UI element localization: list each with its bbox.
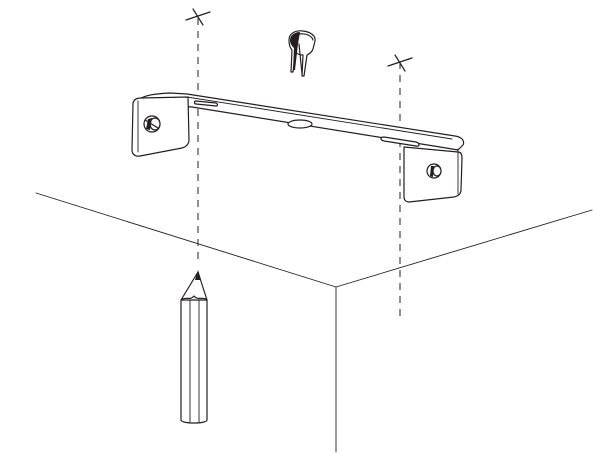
left-ceiling-edge [35,192,337,288]
plumb-lines [197,18,401,318]
wall-plug-icon [288,30,316,77]
room-corner [35,192,593,453]
screw-icon [143,115,161,133]
left-mark-cross-icon [185,8,211,26]
bracket-center-hole [287,119,313,129]
right-ceiling-edge [335,209,593,288]
bracket-left-tab [131,96,190,157]
screw-icon [426,163,442,179]
wall-bracket [131,92,465,203]
right-mark-cross-icon [387,54,413,72]
bracket-right-slot [380,136,420,147]
pencil-icon [180,270,208,424]
bracket-left-slot [193,100,219,107]
